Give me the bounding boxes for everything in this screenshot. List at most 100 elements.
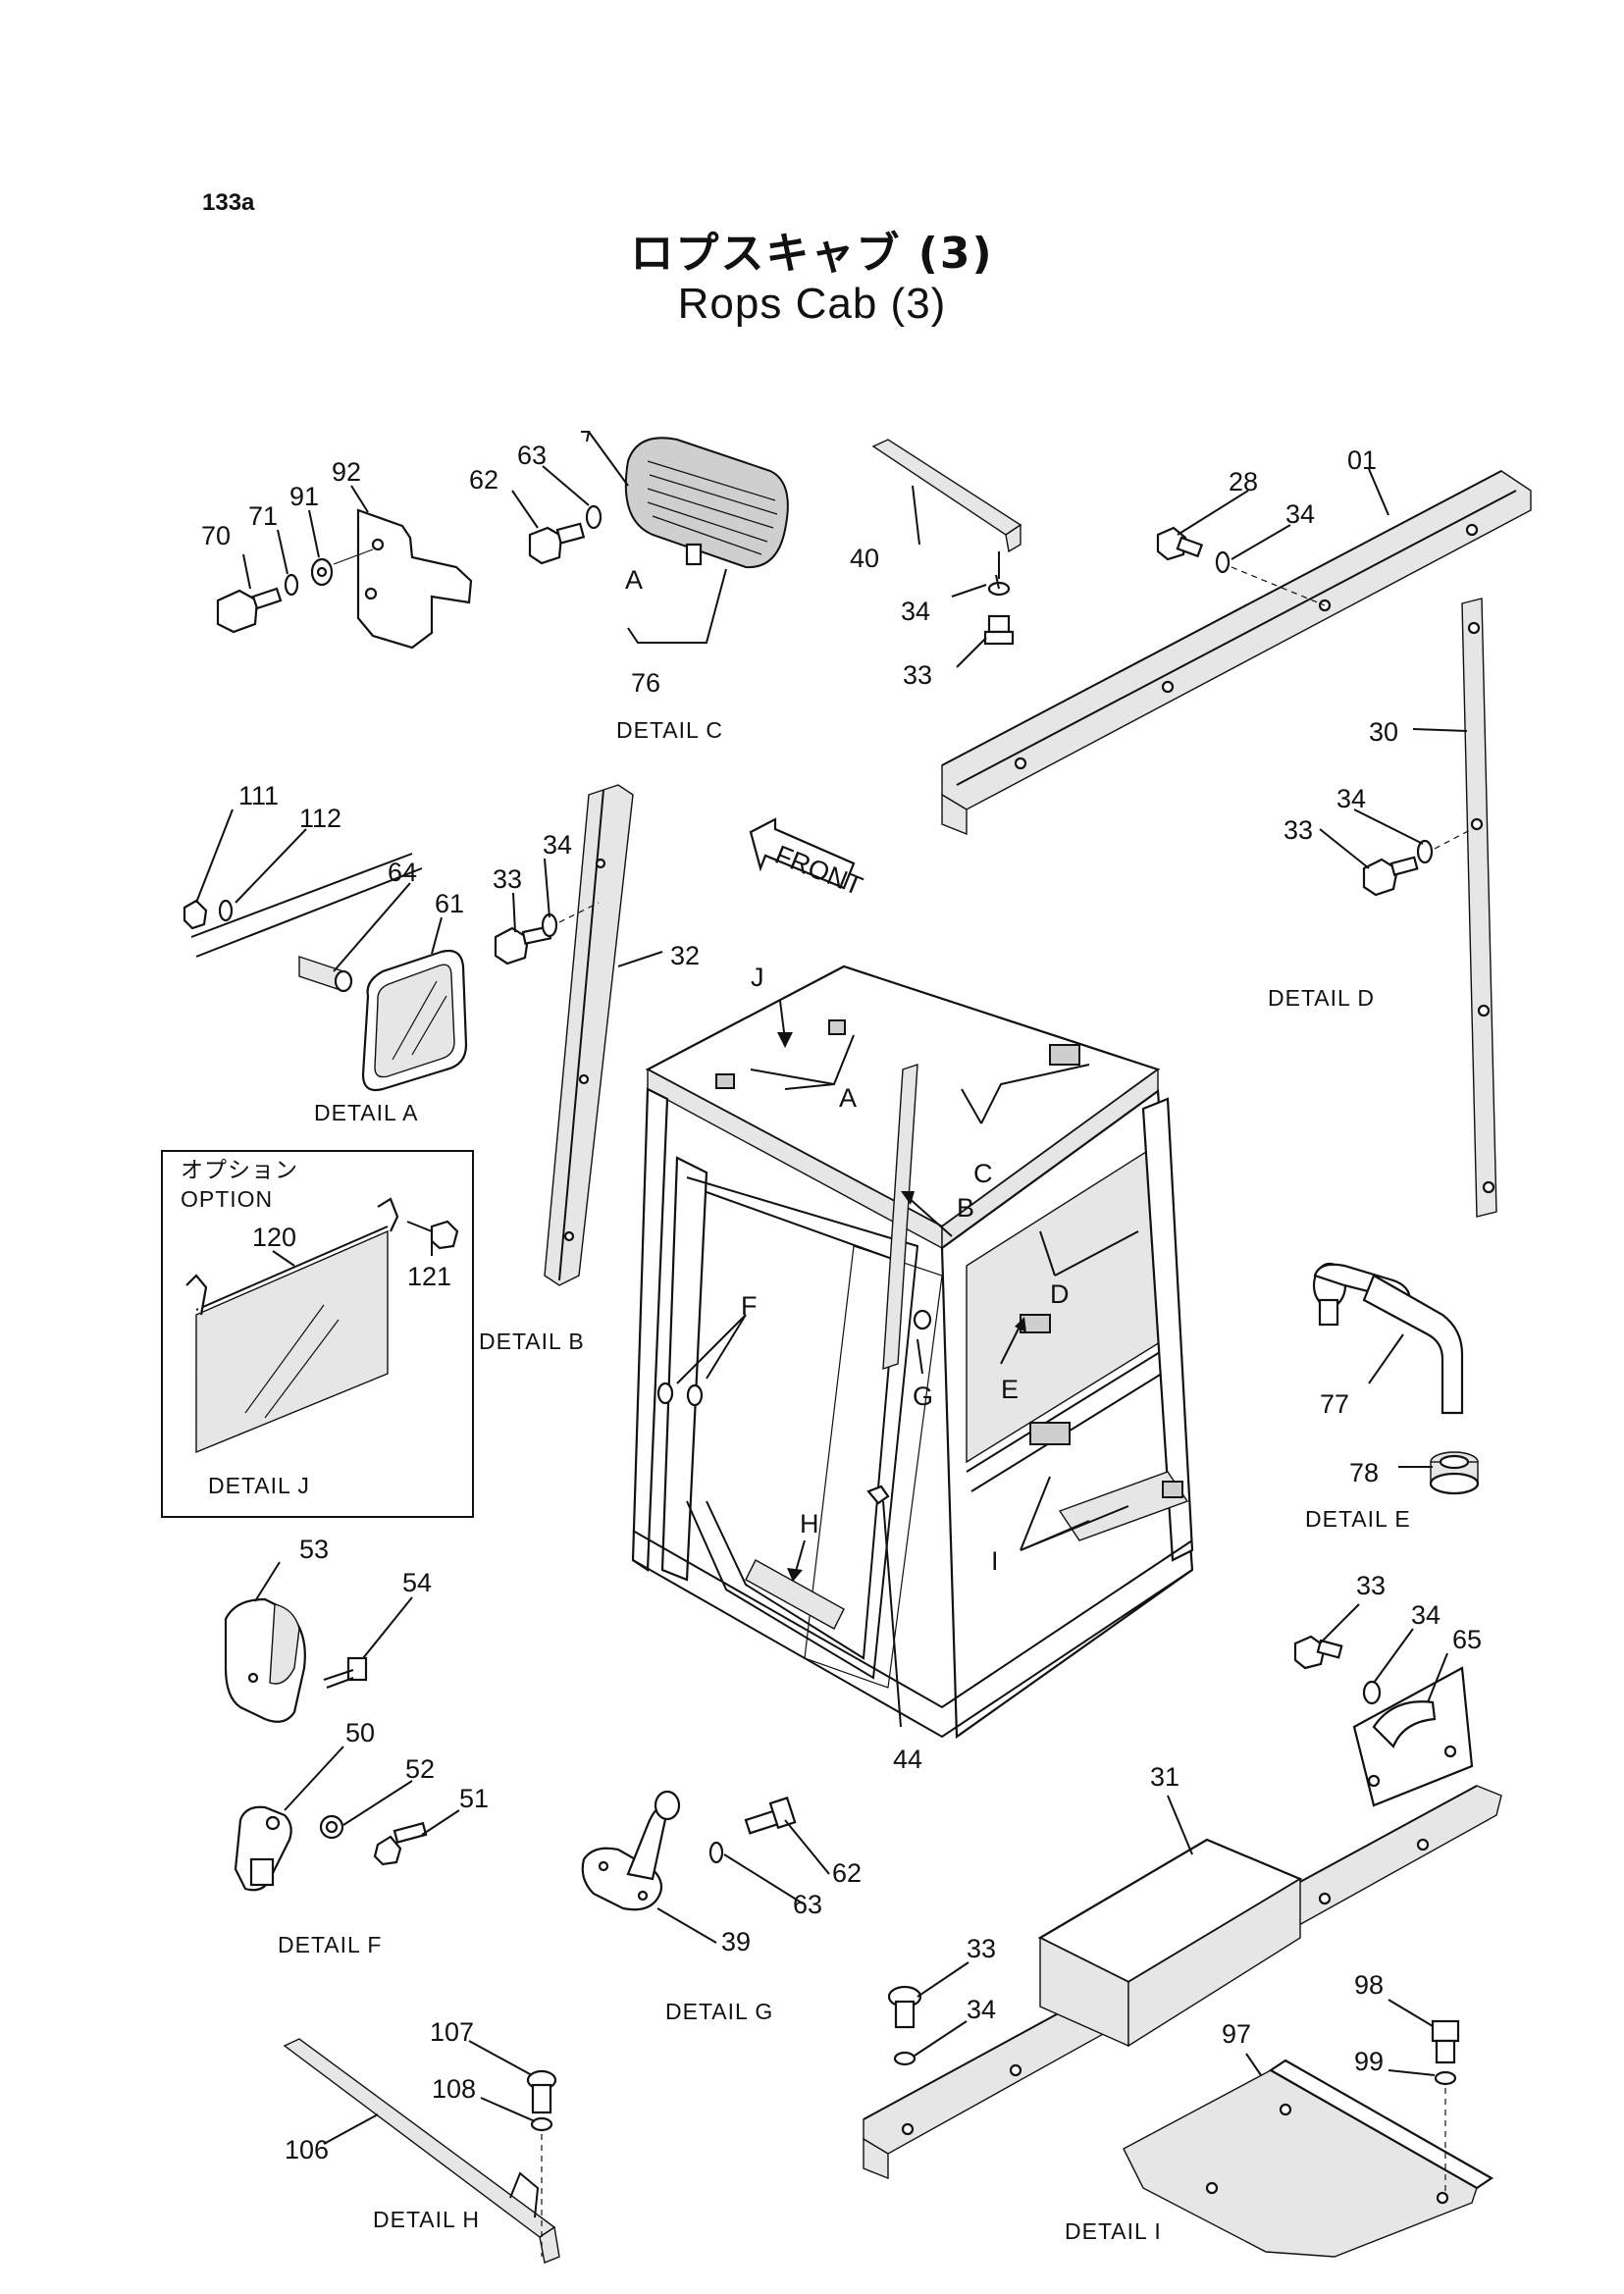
callout-letter-h: H — [800, 1509, 819, 1538]
part-number: 34 — [1336, 784, 1366, 813]
callout-letter-labels: A B C D E F G H I J — [741, 963, 1070, 1576]
bolt-33-65 — [1293, 1635, 1343, 1670]
washer-99 — [1434, 2070, 1457, 2086]
part-number: 33 — [1356, 1571, 1386, 1600]
part-number: 51 — [459, 1784, 489, 1813]
bolt-98 — [1431, 2019, 1460, 2064]
leader-lines — [195, 465, 1468, 2145]
bar-30 — [1461, 598, 1497, 1218]
part-number: 34 — [543, 830, 572, 860]
detail-e-label: DETAIL E — [1305, 1506, 1411, 1532]
detail-j-label: DETAIL J — [208, 1473, 310, 1498]
part-number: 71 — [248, 501, 278, 531]
washer-71 — [284, 573, 299, 597]
detail-i-label: DETAIL I — [1065, 2218, 1162, 2244]
part-number: 97 — [1222, 2019, 1251, 2049]
bolt-70 — [216, 587, 283, 634]
bolt-33-top — [983, 614, 1015, 646]
strip-106 — [283, 2038, 560, 2264]
part-number: 78 — [1349, 1458, 1379, 1487]
screw-51 — [373, 1821, 428, 1866]
plate-97 — [1123, 2059, 1494, 2258]
part-number: 33 — [493, 864, 522, 894]
nut-111 — [183, 899, 208, 930]
detail-a-label: DETAIL A — [314, 1100, 418, 1125]
callout-letter-j: J — [751, 963, 764, 992]
part-number: 34 — [1285, 499, 1315, 529]
part-number: 31 — [1150, 1762, 1179, 1792]
part-number: 112 — [299, 804, 341, 833]
part-number: 121 — [407, 1262, 451, 1291]
rail-01 — [941, 470, 1532, 836]
part-number: 39 — [721, 1927, 751, 1956]
callout-letter-i: I — [991, 1546, 999, 1576]
part-number: 65 — [1452, 1625, 1482, 1654]
sun-visor-120 — [185, 1197, 399, 1454]
callout-letter-b: B — [957, 1193, 974, 1223]
part-number: 91 — [289, 482, 319, 511]
part-number: 34 — [967, 1995, 996, 2024]
detail-g-label: DETAIL G — [665, 1999, 773, 2024]
washer-34-31 — [893, 2051, 917, 2066]
pipe-77 — [1312, 1262, 1464, 1415]
washer-108 — [530, 2116, 553, 2132]
part-number: 40 — [850, 544, 879, 573]
part-number: 53 — [299, 1535, 329, 1564]
washer-34-b — [541, 912, 558, 938]
washer-34-65 — [1362, 1680, 1382, 1705]
angle-bracket-40 — [871, 439, 1022, 579]
part-number: 98 — [1354, 1970, 1384, 2000]
detail-a-mirror — [183, 853, 468, 1092]
part-number: 52 — [405, 1754, 435, 1784]
detail-labels: DETAIL A DETAIL B DETAIL C DETAIL D DETA… — [181, 717, 1411, 2244]
part-number: 01 — [1347, 445, 1377, 475]
screw-107 — [526, 2069, 557, 2114]
bracket-65 — [1352, 1666, 1474, 1807]
detail-d-label: DETAIL D — [1268, 985, 1375, 1011]
bolt-62-g — [744, 1797, 797, 1835]
washer-34-d — [1416, 839, 1434, 864]
part-number: 76 — [631, 668, 660, 698]
part-number: 61 — [435, 889, 464, 918]
knob-39 — [581, 1790, 681, 1911]
part-number: 92 — [332, 457, 361, 487]
page-number: 133a — [202, 189, 255, 216]
part-number: 33 — [903, 660, 932, 690]
part-number: 64 — [388, 858, 417, 887]
bracket-92 — [356, 508, 473, 650]
detail-c-group — [216, 431, 789, 650]
part-number: 28 — [1229, 467, 1258, 496]
part-number: 30 — [1369, 717, 1398, 747]
part-number: 120 — [252, 1223, 296, 1252]
part-number: 50 — [345, 1718, 375, 1747]
part-number: 62 — [832, 1858, 862, 1888]
option-label-jp: オプション — [181, 1157, 298, 1182]
part-number: 106 — [285, 2135, 329, 2164]
part-number: 34 — [1411, 1600, 1441, 1630]
grommet-78 — [1429, 1451, 1480, 1495]
callout-letter-d: D — [1050, 1279, 1070, 1309]
callout-arrows — [676, 1000, 1139, 1582]
bolt-33-b — [494, 925, 552, 965]
front-arrow: FRONT — [749, 817, 866, 901]
screw-54 — [323, 1656, 368, 1689]
cab-frame — [631, 965, 1194, 1740]
part-number: A — [625, 565, 643, 595]
callout-letter-c: C — [973, 1159, 993, 1188]
part-number: 62 — [469, 465, 498, 495]
bolt-33-31 — [887, 1985, 922, 2029]
base-31 — [863, 1785, 1502, 2180]
pillar-32 — [544, 784, 634, 1286]
title-english: Rops Cab (3) — [677, 280, 947, 328]
part-number: 99 — [1354, 2047, 1384, 2076]
callout-letter-g: G — [913, 1382, 933, 1411]
work-lamp-76 — [581, 431, 789, 569]
part-number: 33 — [1283, 815, 1313, 845]
washer-52 — [319, 1814, 344, 1840]
washer-63 — [585, 504, 602, 530]
part-number-labels: 70 71 91 92 62 63 A 76 40 34 33 28 34 01… — [201, 441, 1482, 2164]
bolt-62 — [528, 522, 586, 565]
part-number: 33 — [967, 1934, 996, 1963]
part-number: 107 — [430, 2017, 474, 2047]
